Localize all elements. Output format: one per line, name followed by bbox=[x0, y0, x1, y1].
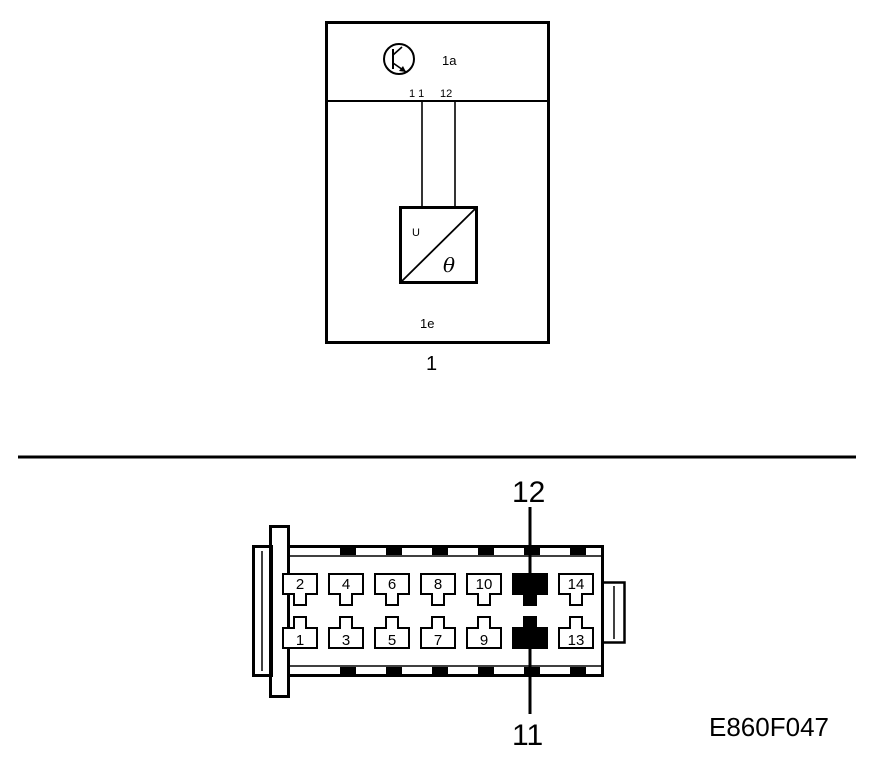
pin-10: 10 bbox=[466, 573, 502, 606]
callout-label-12: 12 bbox=[512, 476, 545, 509]
pin-3: 3 bbox=[328, 616, 364, 649]
svg-text:6: 6 bbox=[388, 576, 396, 593]
svg-text:3: 3 bbox=[342, 632, 350, 649]
svg-text:4: 4 bbox=[342, 576, 350, 593]
svg-text:9: 9 bbox=[480, 632, 488, 649]
pin-14: 14 bbox=[558, 573, 594, 606]
pin-8: 8 bbox=[420, 573, 456, 606]
pin-5: 5 bbox=[374, 616, 410, 649]
module-number: 1 bbox=[426, 353, 437, 375]
module-pin-label-12: 12 bbox=[440, 88, 452, 100]
svg-text:10: 10 bbox=[476, 576, 493, 593]
pin-6: 6 bbox=[374, 573, 410, 606]
connector bbox=[252, 525, 626, 698]
pin-11-occupied bbox=[512, 616, 548, 649]
pin-2: 2 bbox=[282, 573, 318, 606]
svg-text:5: 5 bbox=[388, 632, 396, 649]
pin-row-top: 2 4 6 8 10 14 bbox=[282, 573, 594, 606]
svg-text:1: 1 bbox=[296, 632, 304, 649]
module-frame bbox=[325, 21, 550, 344]
pin-1: 1 bbox=[282, 616, 318, 649]
pin-row-bottom: 1 3 5 7 9 13 bbox=[282, 616, 594, 649]
temperature-sensor: U θ bbox=[399, 206, 478, 284]
module-pin-label-11: 1 1 bbox=[409, 88, 424, 100]
sensor-input-label: U bbox=[412, 227, 420, 239]
rail-notches bbox=[340, 547, 586, 675]
callout-label-11: 11 bbox=[512, 719, 543, 752]
svg-text:2: 2 bbox=[296, 576, 304, 593]
svg-text:13: 13 bbox=[568, 632, 585, 649]
sensor-output-label: θ bbox=[443, 253, 455, 277]
pin-13: 13 bbox=[558, 616, 594, 649]
pin-7: 7 bbox=[420, 616, 456, 649]
module-upper-label: 1a bbox=[442, 53, 457, 68]
pin-12-occupied bbox=[512, 573, 548, 606]
module-1: 1a 1 1 12 U θ 1e 1 bbox=[325, 21, 550, 375]
svg-text:14: 14 bbox=[568, 576, 585, 593]
pin-9: 9 bbox=[466, 616, 502, 649]
pin-4: 4 bbox=[328, 573, 364, 606]
svg-text:7: 7 bbox=[434, 632, 442, 649]
figure-code: E860F047 bbox=[709, 712, 829, 742]
svg-text:8: 8 bbox=[434, 576, 442, 593]
transistor-icon bbox=[383, 43, 415, 75]
module-lower-label: 1e bbox=[420, 316, 434, 331]
